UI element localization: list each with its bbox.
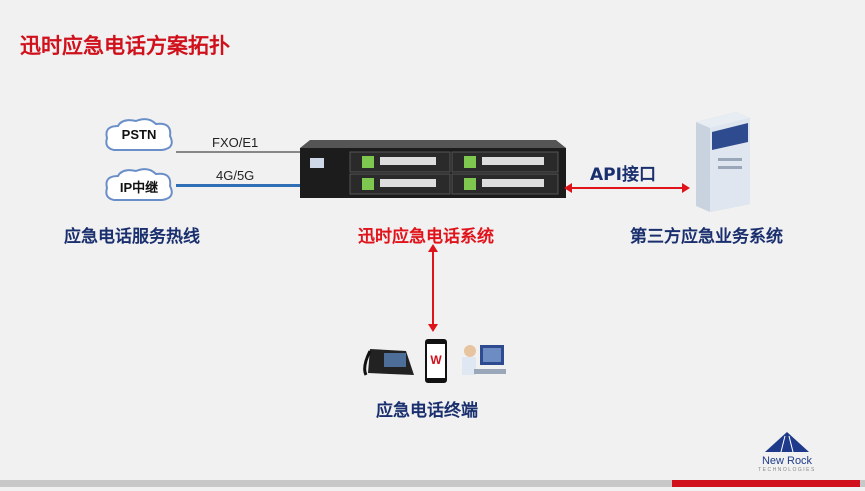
- footer-bar: [0, 480, 865, 487]
- computer-user-icon: [462, 345, 506, 375]
- fxo-line: [176, 151, 300, 153]
- mobile-line: [176, 184, 300, 187]
- terminal-double-arrow: [428, 244, 438, 332]
- hotline-label: 应急电话服务热线: [64, 227, 200, 247]
- system-label: 迅时应急电话系统: [358, 227, 494, 247]
- new-rock-logo: New Rock TECHNOLOGIES: [746, 432, 828, 473]
- ip-trunk-cloud: IP中继: [102, 166, 176, 206]
- pstn-cloud: PSTN: [102, 116, 176, 156]
- pstn-label: PSTN: [121, 127, 157, 142]
- terminal-label: 应急电话终端: [376, 401, 478, 421]
- api-double-arrow: [564, 183, 690, 193]
- logo-sub: TECHNOLOGIES: [758, 467, 816, 473]
- cloud-icon: [105, 118, 173, 151]
- footer-accent-bar: [672, 480, 860, 487]
- server-icon: [696, 112, 750, 212]
- ip-trunk-label: IP中继: [119, 180, 159, 195]
- cloud-icon: [105, 168, 173, 201]
- slide-title: 迅时应急电话方案拓扑: [20, 34, 230, 58]
- terminals-group: W: [363, 339, 506, 383]
- third-party-label: 第三方应急业务系统: [630, 227, 783, 247]
- api-label: API接口: [590, 165, 656, 185]
- desk-phone-icon: [363, 349, 414, 376]
- smartphone-icon: W: [425, 339, 447, 383]
- svg-text:W: W: [430, 353, 442, 367]
- mobile-label: 4G/5G: [216, 168, 255, 183]
- gateway-device: [300, 140, 566, 200]
- fxo-label: FXO/E1: [212, 135, 259, 150]
- logo-name: New Rock: [761, 455, 813, 467]
- mountain-logo-icon: [765, 432, 809, 453]
